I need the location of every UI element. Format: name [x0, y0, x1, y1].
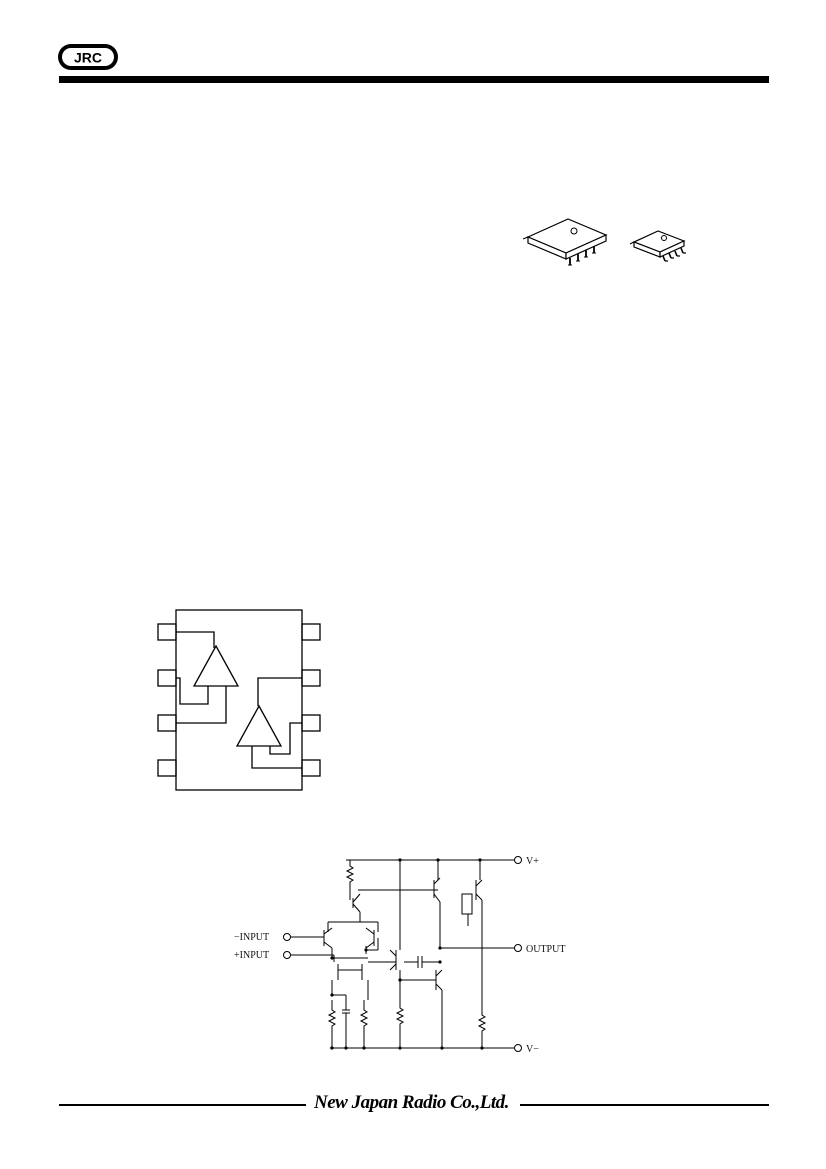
equivalent-circuit-diagram: V+ −INPUT +INPUT OUTPUT V−	[234, 856, 565, 1055]
pin-connection-diagram	[157, 609, 321, 791]
dmp8-package-illustration	[629, 230, 686, 262]
dip8-package-illustration	[522, 218, 608, 266]
v-minus-label: V−	[526, 1044, 539, 1055]
v-plus-label: V+	[526, 856, 539, 867]
jrc-logo: JRC	[58, 44, 118, 70]
pin-5	[301, 759, 321, 777]
pin-3	[157, 714, 177, 732]
footer-rule-left	[59, 1104, 306, 1106]
output-label: OUTPUT	[526, 944, 565, 955]
footer-rule-right	[520, 1104, 769, 1106]
pin-6	[301, 714, 321, 732]
pin-8	[301, 623, 321, 641]
op-amp-a	[192, 644, 240, 687]
footer-company-name: New Japan Radio Co.,Ltd.	[314, 1092, 509, 1113]
pin-4	[157, 759, 177, 777]
pin-1	[157, 623, 177, 641]
op-amp-b	[235, 704, 283, 747]
pin-7	[301, 669, 321, 687]
pin-2	[157, 669, 177, 687]
header-rule	[59, 76, 769, 83]
ic-body	[175, 609, 303, 791]
logo-text: JRC	[74, 50, 102, 66]
plus-input-label: +INPUT	[234, 950, 269, 961]
minus-input-label: −INPUT	[234, 932, 269, 943]
